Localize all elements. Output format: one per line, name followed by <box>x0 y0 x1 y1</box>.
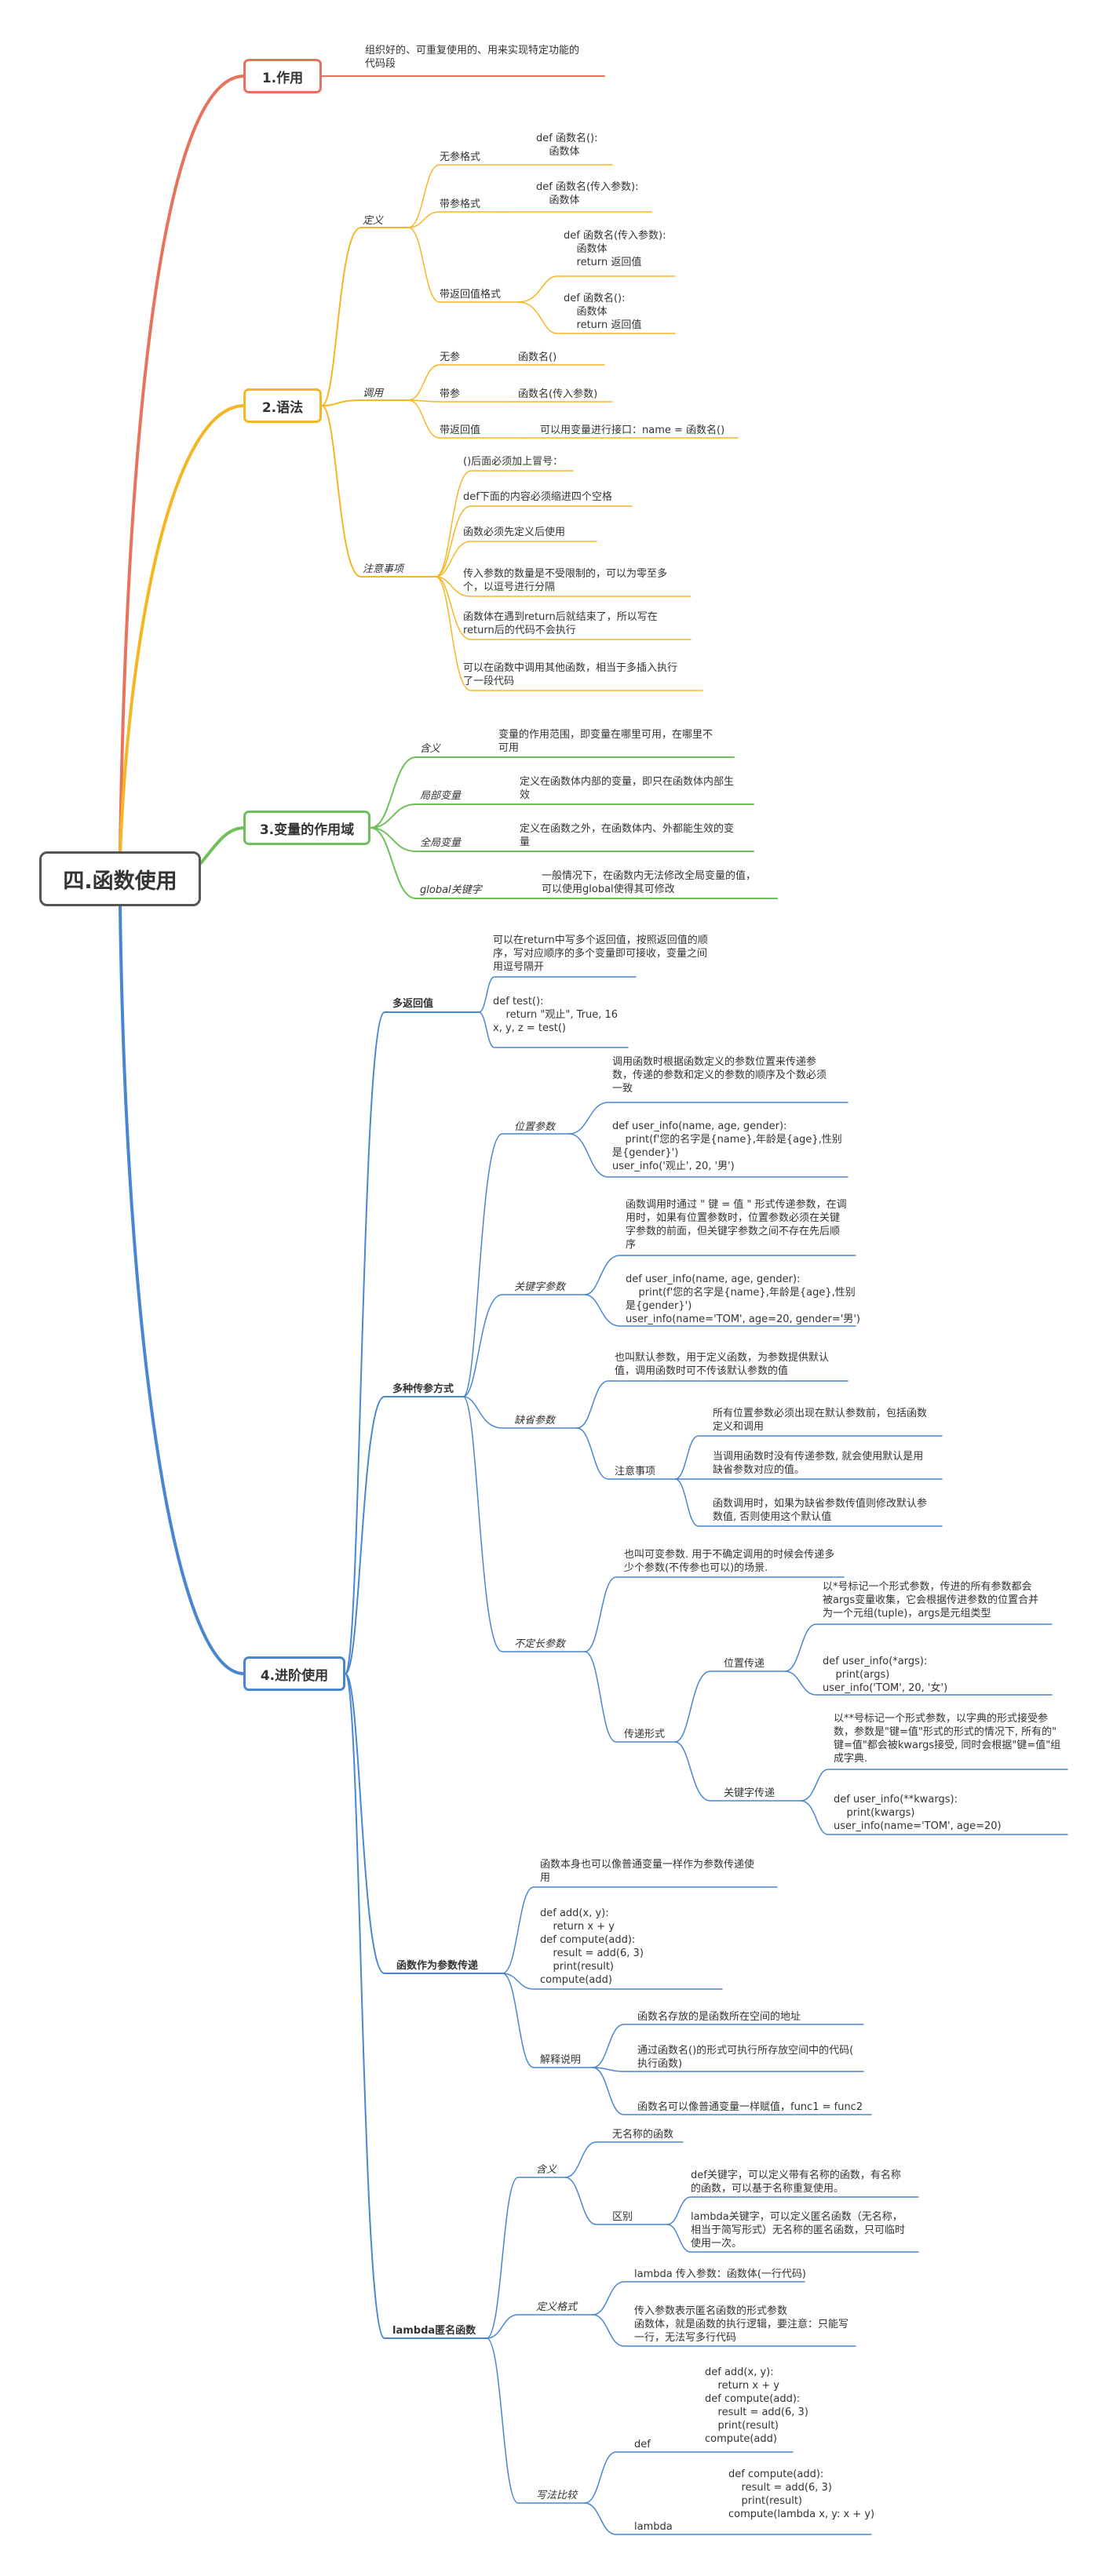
variadic-label[interactable]: 不定长参数 <box>514 1638 566 1650</box>
branch-4-node[interactable]: 4.进阶使用 <box>243 1656 345 1691</box>
purpose-text: 组织好的、可重复使用的、用来实现特定功能的 代码段 <box>365 45 580 70</box>
positional-text: 调用函数时根据函数定义的参数位置来传递参 数，传递的参数和定义的参数的顺序及个数… <box>612 1056 827 1095</box>
call-param-code: 函数名(传入参数) <box>518 388 598 400</box>
root-branch-3-link <box>199 826 245 865</box>
return-format-label[interactable]: 带返回值格式 <box>440 289 502 301</box>
keyword-pass-code: def user_info(**kwargs): print(kwargs) u… <box>834 1794 1002 1832</box>
lambda-meaning-text: 无名称的函数 <box>612 2129 674 2141</box>
function-param-text: 函数本身也可以像普通变量一样作为参数传递使 用 <box>540 1859 755 1884</box>
function-param-label[interactable]: 函数作为参数传递 <box>396 1960 479 1972</box>
explain-item: 函数名可以像普通变量一样赋值，func1 = func2 <box>637 2101 863 2113</box>
branch-1-node[interactable]: 1.作用 <box>243 59 322 93</box>
root-node[interactable]: 四.函数使用 <box>39 851 201 906</box>
call-none-code: 函数名() <box>518 352 557 363</box>
default-note-item: 函数调用时，如果为缺省参数传值则修改默认参 数值, 否则使用这个默认值 <box>713 1498 928 1523</box>
default-notes-label[interactable]: 注意事项 <box>615 1466 656 1477</box>
keyword-pass-label[interactable]: 关键字传递 <box>724 1787 775 1799</box>
lambda-diff-item: def关键字，可以定义带有名称的函数，有名称 的函数，可以基于名称重复使用。 <box>691 2170 901 2195</box>
call-none-label[interactable]: 无参 <box>440 352 461 363</box>
root-branch-4-link <box>119 903 245 1675</box>
lambda-diff-item: lambda关键字，可以定义匿名函数（无名称， 相当于简写形式）无名称的匿名函数… <box>691 2211 906 2250</box>
local-var-label[interactable]: 局部变量 <box>420 790 462 802</box>
call-return-label[interactable]: 带返回值 <box>440 424 481 436</box>
local-var-text: 定义在函数体内部的变量，即只在函数体内部生 效 <box>520 776 735 801</box>
keyword-arg-text: 函数调用时通过 " 键 = 值 " 形式传递参数，在调 用时，如果有位置参数时，… <box>626 1199 847 1251</box>
root-branch-2-link <box>119 404 245 854</box>
keyword-arg-label[interactable]: 关键字参数 <box>514 1281 566 1293</box>
explain-item: 通过函数名()的形式可执行所存放空间中的代码( 执行函数) <box>637 2045 854 2070</box>
root-branch-1-link <box>119 75 245 854</box>
explain-label[interactable]: 解释说明 <box>540 2054 582 2066</box>
compare-def-code: def add(x, y): return x + y def compute(… <box>705 2366 808 2445</box>
default-arg-text: 也叫默认参数，用于定义函数，为参数提供默认 值，调用函数时可不传该默认参数的值 <box>615 1352 830 1377</box>
default-arg-label[interactable]: 缺省参数 <box>514 1415 556 1426</box>
multi-return-text: 可以在return中写多个返回值，按照返回值的顺 序，写对应顺序的多个变量即可接… <box>493 935 708 973</box>
no-param-label[interactable]: 无参格式 <box>440 151 481 163</box>
note-item: 传入参数的数量是不受限制的，可以为零至多 个，以逗号进行分隔 <box>463 568 668 593</box>
lambda-label[interactable]: lambda匿名函数 <box>392 2325 476 2337</box>
explain-item: 函数名存放的是函数所在空间的地址 <box>637 2011 801 2023</box>
positional-code: def user_info(name, age, gender): print(… <box>612 1120 842 1172</box>
scope-meaning-label[interactable]: 含义 <box>420 743 441 755</box>
param-passing-label[interactable]: 多种传参方式 <box>392 1383 454 1395</box>
position-pass-label[interactable]: 位置传递 <box>724 1658 765 1670</box>
position-pass-text: 以*号标记一个形式参数，传进的所有参数都会 被args变量收集，它会根据传进参数… <box>823 1581 1039 1620</box>
return-code-2: def 函数名(): 函数体 return 返回值 <box>564 293 642 331</box>
call-label[interactable]: 调用 <box>363 388 384 399</box>
multi-return-label[interactable]: 多返回值 <box>392 998 434 1010</box>
compare-label[interactable]: 写法比较 <box>536 2490 578 2501</box>
note-item: 可以在函数中调用其他函数，相当于多插入执行 了一段代码 <box>463 662 678 687</box>
keyword-arg-code: def user_info(name, age, gender): print(… <box>626 1273 860 1325</box>
lambda-define-label[interactable]: 定义格式 <box>536 2301 578 2313</box>
global-keyword-label[interactable]: global关键字 <box>420 884 482 896</box>
scope-meaning-text: 变量的作用范围，即变量在哪里可用，在哪里不 可用 <box>498 729 713 754</box>
define-label[interactable]: 定义 <box>363 215 384 227</box>
branch-2-node[interactable]: 2.语法 <box>243 388 322 423</box>
positional-label[interactable]: 位置参数 <box>514 1121 556 1133</box>
compare-def-label[interactable]: def <box>634 2439 651 2450</box>
global-keyword-text: 一般情况下，在函数内无法修改全局变量的值， 可以使用global使得其可修改 <box>542 870 757 895</box>
position-pass-code: def user_info(*args): print(args) user_i… <box>823 1656 948 1694</box>
with-param-code: def 函数名(传入参数): 函数体 <box>536 181 639 206</box>
compare-lambda-code: def compute(add): result = add(6, 3) pri… <box>728 2469 875 2520</box>
no-param-code: def 函数名(): 函数体 <box>536 133 598 158</box>
note-item: def下面的内容必须缩进四个空格 <box>463 491 612 503</box>
default-note-item: 所有位置参数必须出现在默认参数前，包括函数 定义和调用 <box>713 1408 928 1433</box>
keyword-pass-text: 以**号标记一个形式参数，以字典的形式接受参 数，参数是"键=值"形式的形式的情… <box>834 1713 1061 1765</box>
note-item: 函数必须先定义后使用 <box>463 526 566 538</box>
multi-return-code: def test(): return "观止", True, 16 x, y, … <box>493 996 619 1034</box>
lambda-meaning-label[interactable]: 含义 <box>536 2164 557 2176</box>
lambda-diff-label[interactable]: 区别 <box>612 2211 633 2223</box>
call-return-code: 可以用变量进行接口：name = 函数名() <box>540 424 725 436</box>
pass-form-label[interactable]: 传递形式 <box>624 1729 666 1740</box>
with-param-label[interactable]: 带参格式 <box>440 199 481 210</box>
function-param-code: def add(x, y): return x + y def compute(… <box>540 1907 644 1986</box>
global-var-text: 定义在函数之外，在函数体内、外都能生效的变 量 <box>520 823 735 848</box>
return-code-1: def 函数名(传入参数): 函数体 return 返回值 <box>564 230 666 268</box>
notes-label[interactable]: 注意事项 <box>363 563 404 575</box>
lambda-syntax: lambda 传入参数：函数体(一行代码) <box>634 2268 806 2280</box>
compare-lambda-label[interactable]: lambda <box>634 2521 673 2533</box>
branch-3-node[interactable]: 3.变量的作用域 <box>243 811 370 845</box>
note-item: 函数体在遇到return后就结束了，所以写在 return后的代码不会执行 <box>463 611 658 636</box>
default-note-item: 当调用函数时没有传递参数, 就会使用默认是用 缺省参数对应的值。 <box>713 1451 924 1476</box>
lambda-define-text: 传入参数表示匿名函数的形式参数 函数体，就是函数的执行逻辑，要注意：只能写 一行… <box>634 2305 849 2344</box>
variadic-text: 也叫可变参数. 用于不确定调用的时候会传递多 少个参数(不传参也可以)的场景. <box>624 1549 835 1574</box>
global-var-label[interactable]: 全局变量 <box>420 837 462 849</box>
note-item: ()后面必须加上冒号： <box>463 456 564 468</box>
call-param-label[interactable]: 带参 <box>440 388 461 400</box>
